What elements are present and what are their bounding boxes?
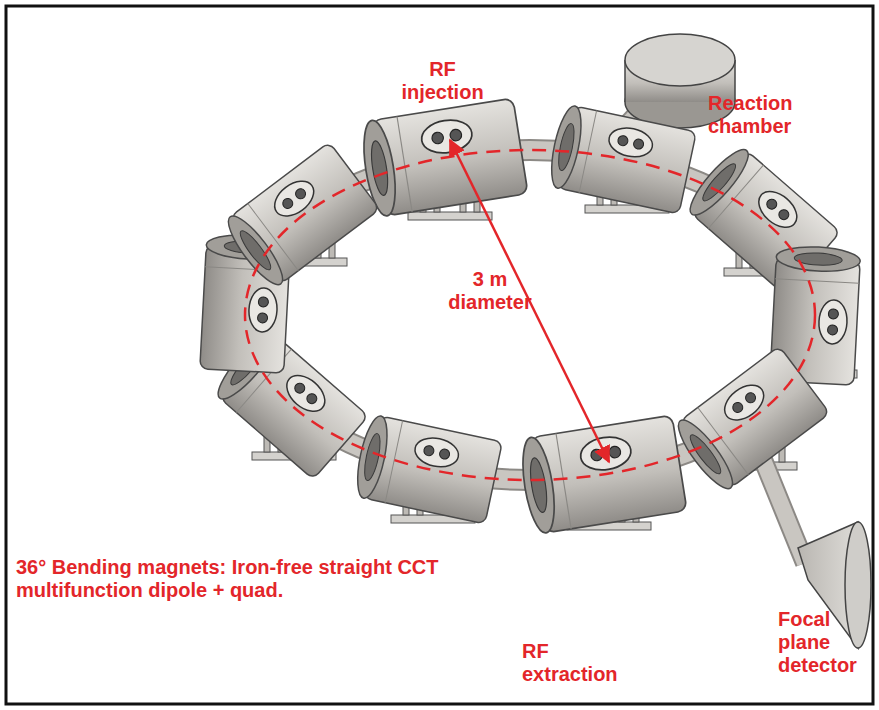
annotation-label: 36° Bending magnets: Iron-free straight … — [16, 556, 456, 602]
orbit-dashed-line — [245, 150, 815, 480]
annotation-label: Reaction chamber — [708, 92, 818, 138]
bending-magnet — [546, 104, 696, 214]
magnet-group — [200, 98, 861, 535]
frame-border — [6, 6, 873, 704]
annotation-label: Focal plane detector — [778, 608, 868, 677]
annotation-label: RF extraction — [522, 640, 642, 686]
annotation-label: RF injection — [395, 58, 490, 104]
annotation-label: 3 m diameter — [440, 268, 540, 314]
